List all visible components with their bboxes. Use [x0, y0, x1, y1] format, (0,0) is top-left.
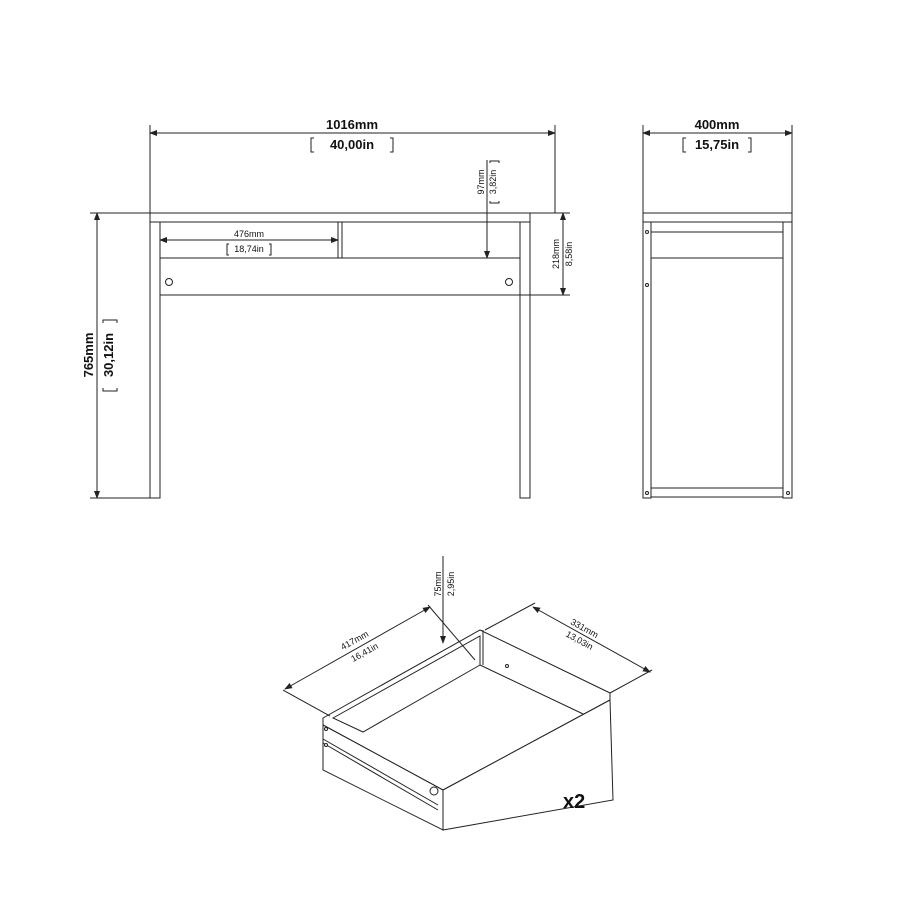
width-in-label: 40,00in: [330, 137, 374, 152]
iso-height-mm-label: 75mm: [433, 571, 443, 596]
side-bottom-rail: [650, 487, 784, 498]
width-mm-label: 1016mm: [326, 117, 378, 132]
apron-height-mm-label: 218mm: [551, 239, 561, 269]
height-in-label: 30,12in: [101, 333, 116, 377]
dimension-height: 765mm 30,12in: [81, 212, 150, 499]
drawer-width-in-label: 18,74in: [234, 244, 264, 254]
front-view: [149, 212, 531, 499]
right-leg: [519, 221, 531, 499]
screw-hole: [505, 278, 513, 286]
dimension-drawer-width: 476mm 18,74in: [159, 229, 339, 256]
apron-height-in-label: 8,58in: [564, 242, 574, 267]
depth-mm-label: 400mm: [695, 117, 740, 132]
dimension-drawer-iso-height: 75mm 2,95in: [433, 556, 456, 644]
screw-hole: [165, 278, 173, 286]
dimension-depth: 400mm 15,75in: [642, 117, 793, 213]
iso-height-in-label: 2,95in: [446, 572, 456, 597]
drawer-height-mm-label: 97mm: [476, 169, 486, 194]
drawer-height-in-label: 3,82in: [488, 170, 498, 195]
apron-rail: [159, 257, 521, 296]
dimension-drawer-height: 97mm 3,82in: [476, 160, 500, 259]
desk-top: [149, 212, 531, 223]
drawer-front-panel: [442, 699, 614, 831]
left-leg: [149, 221, 161, 499]
depth-in-label: 15,75in: [695, 137, 739, 152]
dimension-apron-height: 218mm 8,58in: [520, 212, 574, 296]
side-view: [642, 212, 793, 499]
drawer-width-mm-label: 476mm: [234, 229, 264, 239]
side-leg-front: [642, 221, 652, 499]
height-mm-label: 765mm: [81, 333, 96, 378]
quantity-label: x2: [563, 791, 585, 813]
side-top: [642, 212, 793, 223]
dimension-width: 1016mm 40,00in: [149, 117, 556, 213]
drawer-right: [341, 221, 521, 259]
side-leg-back: [782, 221, 793, 499]
